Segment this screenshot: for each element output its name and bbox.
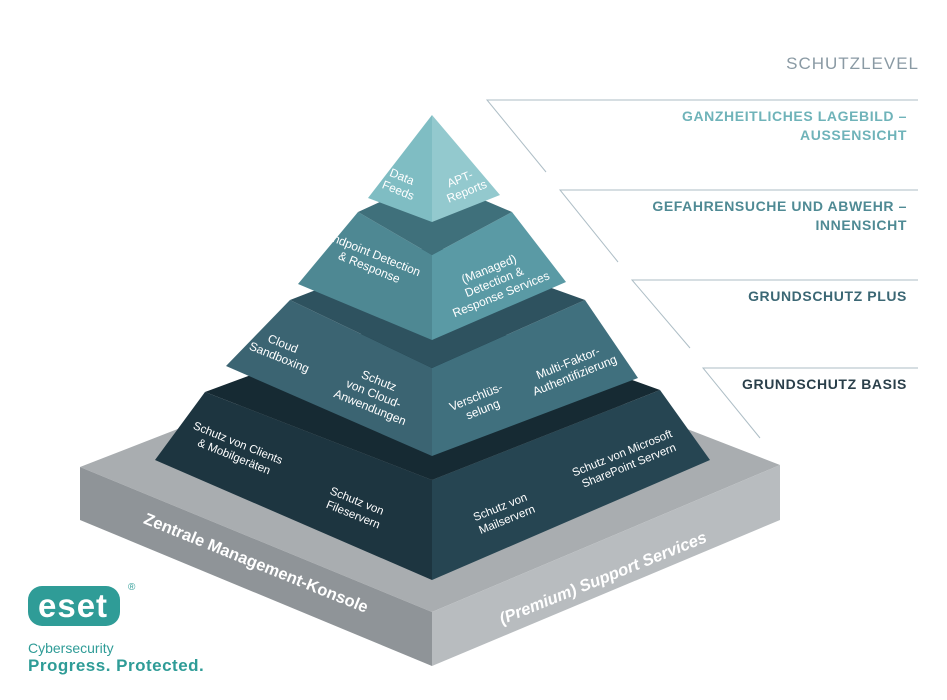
level-1-line-1: GANZHEITLICHES LAGEBILD – (682, 108, 907, 124)
level-connector-lines (485, 99, 918, 439)
logo-tagline-progress: Progress. Protected. (28, 656, 205, 675)
schutzlevel-heading: SCHUTZLEVEL (786, 54, 919, 73)
eset-logo-badge: eset (28, 586, 121, 626)
level-1-line-2: AUSSENSICHT (800, 127, 907, 143)
logo-tagline-cybersecurity: Cybersecurity (28, 640, 114, 656)
registered-mark: ® (128, 582, 136, 593)
level-4-label: GRUNDSCHUTZ BASIS (742, 376, 907, 392)
eset-logo: eset ® Cybersecurity Progress. Protected… (28, 582, 205, 676)
level-2-line-2: INNENSICHT (815, 217, 907, 233)
tier-1-aussensicht (368, 115, 500, 222)
tier-1-labels: Data Feeds APT- Reports (380, 165, 489, 205)
level-labels: GANZHEITLICHES LAGEBILD – AUSSENSICHT GE… (652, 108, 907, 392)
level-2-line-1: GEFAHRENSUCHE UND ABWEHR – (652, 198, 907, 214)
level-3-label: GRUNDSCHUTZ PLUS (748, 288, 907, 304)
